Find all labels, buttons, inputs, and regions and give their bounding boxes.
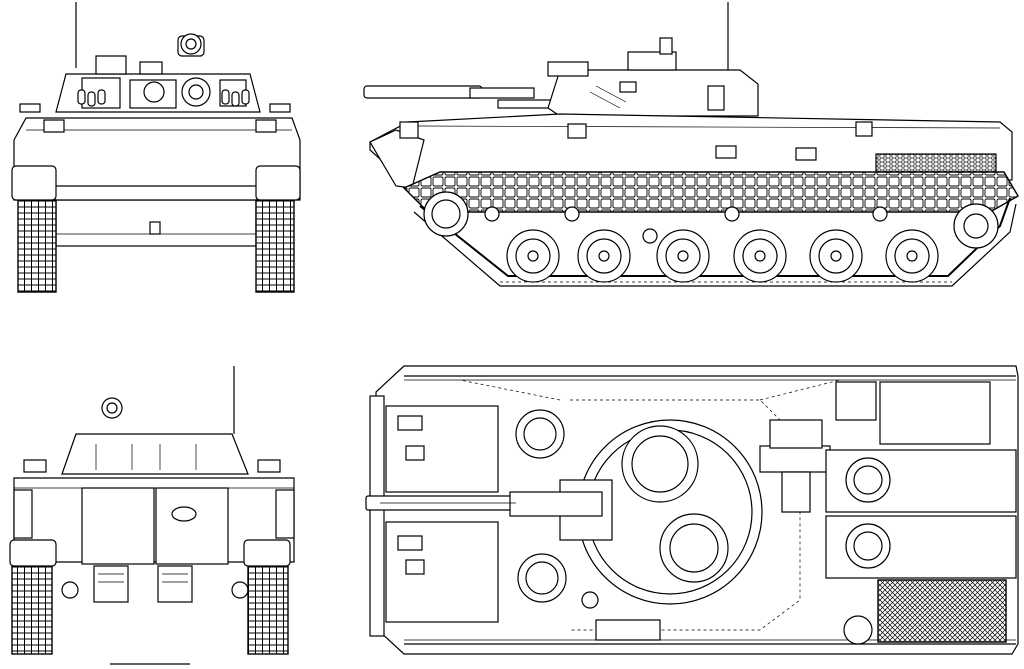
road-wheels (506, 229, 939, 283)
rear-view (9, 366, 295, 665)
top-view (365, 365, 1019, 655)
front-view (11, 2, 301, 293)
side-view (363, 2, 1019, 287)
